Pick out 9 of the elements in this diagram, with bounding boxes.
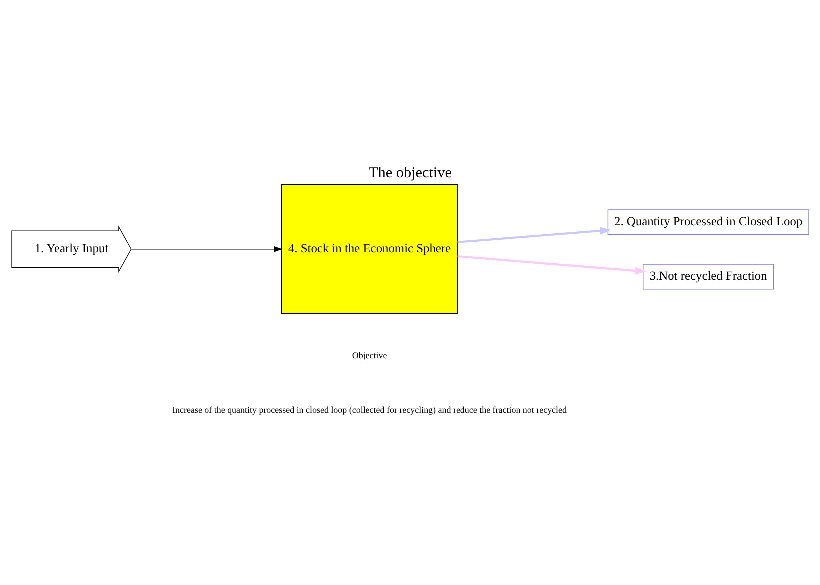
label: Objective xyxy=(352,350,387,360)
arrow xyxy=(457,226,611,243)
node-box: 2. Quantity Processed in Closed Loop xyxy=(607,209,809,235)
node-box: 4. Stock in the Economic Sphere xyxy=(280,184,458,314)
arrow xyxy=(457,254,646,274)
label: Increase of the quantity processed in closed loop (collected for recycling) and reduce the fraction not recycled xyxy=(172,404,567,415)
diagram-title: The objective xyxy=(368,164,452,182)
arrow xyxy=(130,246,282,252)
node-box: 3.Not recycled Fraction xyxy=(642,264,774,290)
